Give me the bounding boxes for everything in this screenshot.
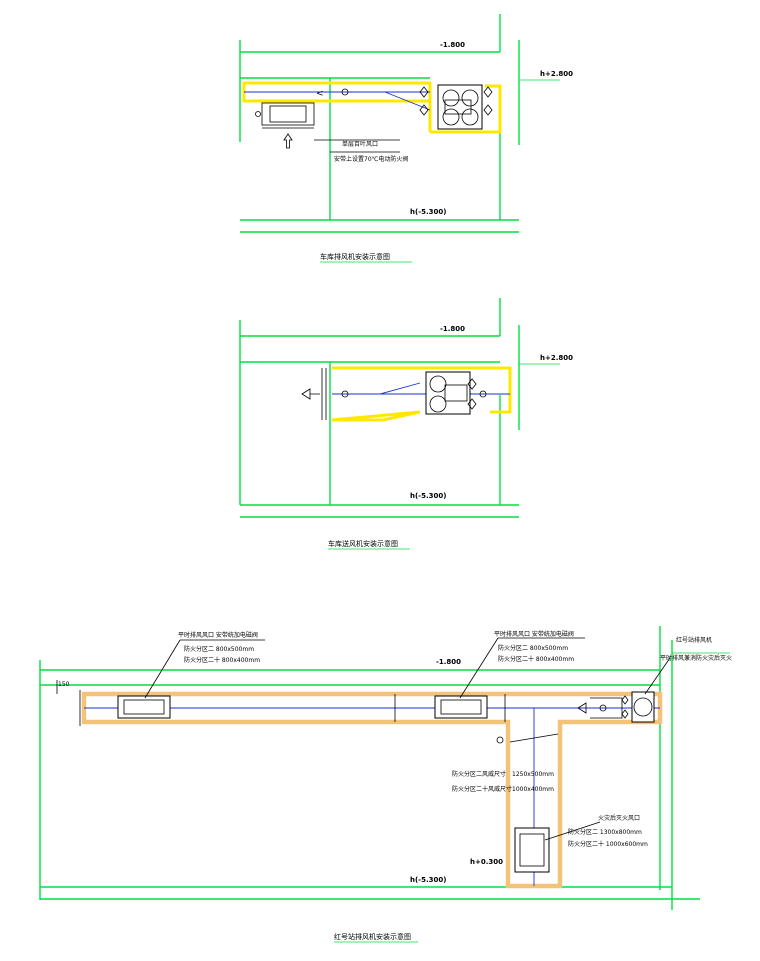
leader-line bbox=[544, 821, 601, 841]
flex-joint-icon bbox=[621, 695, 629, 719]
duct-size-label: 防火分区二十风威尺寸 bbox=[452, 785, 512, 793]
air-flow-line bbox=[379, 382, 421, 395]
fan-icon bbox=[442, 108, 460, 126]
station-fan bbox=[631, 691, 655, 723]
louver-box bbox=[261, 102, 315, 126]
outlet-title: 平时排风风口 安带统加电磁阀 bbox=[494, 630, 574, 638]
fan-note: 平时排风兼消防火灾后灭火 bbox=[660, 654, 732, 662]
damper-icon bbox=[341, 390, 349, 398]
diagram-caption: 车库送风机安装示意图 bbox=[328, 539, 398, 548]
outlet-size: 防火分区二 800x500mm bbox=[184, 645, 254, 653]
damper-icon bbox=[496, 736, 504, 744]
duct-size-value: 1250x500mm bbox=[512, 771, 554, 778]
transition-duct bbox=[590, 697, 623, 719]
motor-icon bbox=[444, 384, 468, 402]
fire-exhaust-outlet bbox=[514, 827, 550, 873]
level-label: h(-5.300) bbox=[410, 208, 446, 216]
damper-icon bbox=[341, 88, 349, 96]
exhaust-fan-diagram: < -1.800 h+2.800 h(-5.300) 单层百叶风口 安带上设置7… bbox=[239, 14, 573, 263]
exhaust-outlet-2 bbox=[434, 695, 488, 719]
outlet-title: 火灾后灭火风口 bbox=[598, 814, 640, 822]
level-label: -1.800 bbox=[440, 325, 465, 333]
duct bbox=[428, 83, 502, 134]
level-label: h(-5.300) bbox=[410, 876, 446, 884]
outlet-size: 防火分区二十 1000x600mm bbox=[568, 840, 648, 848]
arrow-icon: < bbox=[316, 89, 324, 99]
flex-joint-icon bbox=[467, 378, 477, 410]
exhaust-outlet-1 bbox=[117, 695, 171, 719]
level-label: h(-5.300) bbox=[410, 492, 446, 500]
arrow-left-icon bbox=[577, 702, 587, 714]
outlet-size: 防火分区二十 800x400mm bbox=[184, 656, 260, 664]
damper-blade bbox=[509, 733, 559, 743]
louver-grille bbox=[269, 105, 307, 123]
level-label: -1.800 bbox=[440, 41, 465, 49]
level-label: h+0.300 bbox=[470, 858, 503, 866]
fan-icon bbox=[633, 697, 653, 717]
leader-line bbox=[459, 637, 499, 699]
outlet-size: 防火分区二 800x500mm bbox=[498, 644, 568, 652]
damper-icon bbox=[599, 704, 607, 712]
damper-icon bbox=[479, 390, 487, 398]
fan-icon bbox=[429, 395, 447, 413]
duct-size-value: 1000x400mm bbox=[512, 786, 554, 793]
flex-joint-icon bbox=[419, 86, 429, 116]
outlet-grille bbox=[123, 699, 165, 715]
duct bbox=[81, 691, 663, 889]
fan-icon bbox=[461, 108, 479, 126]
fan-title: 红号站排风机 bbox=[676, 636, 712, 644]
diagram-caption: 红号站排风机安装示意图 bbox=[334, 932, 411, 941]
valve-icon bbox=[255, 111, 261, 117]
duct bbox=[331, 366, 512, 422]
leader-line bbox=[644, 657, 671, 695]
fan-icon bbox=[442, 89, 460, 107]
fan-box bbox=[425, 371, 471, 415]
outlet-size: 防火分区二十 800x400mm bbox=[498, 655, 574, 663]
dimension-label: 150 bbox=[58, 681, 70, 688]
fan-icon bbox=[429, 375, 447, 393]
fan-icon bbox=[461, 89, 479, 107]
level-label: h+2.800 bbox=[540, 70, 573, 78]
arrow-left-icon bbox=[301, 388, 320, 400]
leader-line bbox=[144, 639, 181, 699]
outlet-size: 防火分区二 1300x800mm bbox=[568, 828, 642, 836]
diagram-caption: 车库排风机安装示意图 bbox=[320, 252, 390, 261]
level-label: h+2.800 bbox=[540, 354, 573, 362]
note-label: 单层百叶风口 bbox=[342, 140, 378, 148]
flex-joint-icon bbox=[483, 86, 493, 116]
motor-icon bbox=[444, 99, 472, 115]
supply-fan-diagram: -1.800 h+2.800 h(-5.300) 车库送风机安装示意图 bbox=[239, 298, 573, 550]
outlet-grille bbox=[519, 833, 545, 867]
arrow-up-icon bbox=[283, 133, 293, 149]
duct-size-label: 防火分区二风威尺寸 bbox=[452, 770, 506, 778]
level-label: -1.800 bbox=[436, 658, 461, 666]
outlet-title: 平时排风风口 安带统加电磁阀 bbox=[178, 631, 258, 639]
outlet-grille bbox=[440, 699, 482, 715]
station-exhaust-fan-diagram: 平时排风风口 安带统加电磁阀 防火分区二 800x500mm 防火分区二十 80… bbox=[39, 626, 732, 943]
note-label: 安带上设置70℃电动防火阀 bbox=[334, 155, 408, 163]
